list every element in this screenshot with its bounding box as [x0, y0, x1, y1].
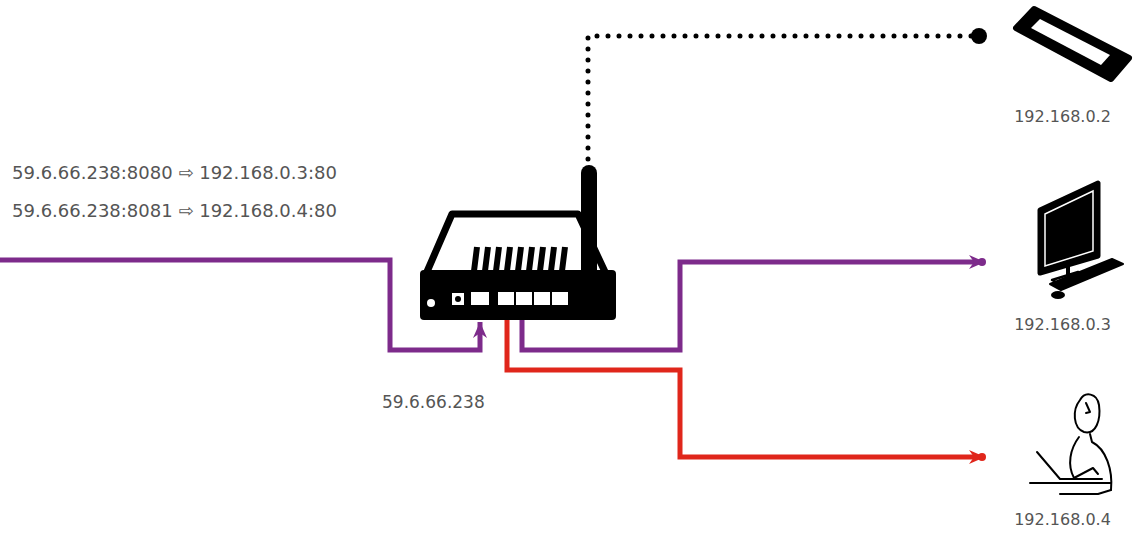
computer-icon [1040, 183, 1123, 299]
internet-line [0, 260, 480, 350]
port-forward-rule: 59.6.66.238:8081 ⇨ 192.168.0.4:80 [12, 200, 337, 222]
ip-address: 59.6.66.238 [382, 392, 485, 412]
router-node: 59.6.66.238 [420, 165, 616, 320]
ethernet-link [522, 262, 985, 350]
phone-node: 192.168.0.2 [985, 5, 1140, 130]
router-icon [420, 165, 616, 320]
person-with-laptop-icon [1030, 394, 1111, 494]
computer-node: 192.168.0.3 [985, 180, 1140, 338]
port-forward-rule: 59.6.66.238:8080 ⇨ 192.168.0.3:80 [12, 162, 337, 184]
ip-address: 192.168.0.2 [985, 107, 1140, 126]
ip-address: 192.168.0.3 [985, 315, 1140, 334]
ethernet-link [507, 320, 985, 457]
laptop-node: 192.168.0.4 [985, 385, 1140, 533]
wireless-link [588, 36, 979, 159]
ip-address: 192.168.0.4 [985, 510, 1140, 529]
phone-icon [1016, 9, 1129, 79]
